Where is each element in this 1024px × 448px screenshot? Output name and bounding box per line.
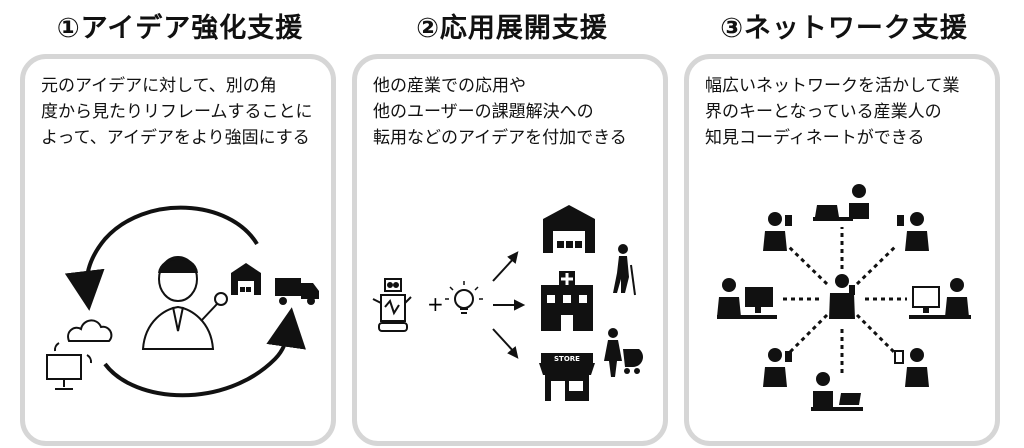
column-idea-strengthening: ①アイデア強化支援 元のアイデアに対して、別の角 度から見たりリフレームすること… bbox=[20, 0, 340, 448]
lightbulb-icon bbox=[445, 281, 483, 314]
person-icon bbox=[141, 256, 228, 350]
panel: 他の産業での応用や 他のユーザーの課題解決への 転用などのアイデアを付加できる … bbox=[352, 54, 668, 446]
person-phone-icon bbox=[897, 212, 929, 251]
column-title: ①アイデア強化支援 bbox=[56, 13, 304, 44]
person-laptop-icon bbox=[813, 184, 869, 221]
description: 幅広いネットワークを活かして業 界のキーとなっている産業人の 知見コーディネート… bbox=[705, 73, 995, 151]
panel: 幅広いネットワークを活かして業 界のキーとなっている産業人の 知見コーディネート… bbox=[684, 54, 1000, 446]
description-line: よって、アイデアをより強固にする bbox=[41, 128, 310, 148]
parent-stroller-icon bbox=[604, 328, 643, 377]
panel: 元のアイデアに対して、別の角 度から見たりリフレームすることに よって、アイデア… bbox=[20, 54, 336, 446]
monitor-icon bbox=[46, 342, 93, 390]
application-illustration: + bbox=[372, 205, 643, 401]
cycle-arrow-bottom bbox=[103, 307, 306, 398]
person-monitor-icon bbox=[909, 278, 971, 319]
robot-icon bbox=[372, 278, 412, 332]
person-laptop-icon bbox=[811, 372, 863, 411]
description: 他の産業での応用や 他のユーザーの課題解決への 転用などのアイデアを付加できる bbox=[373, 73, 663, 151]
cycle-arrow-top bbox=[64, 205, 259, 311]
person-phone-icon bbox=[894, 348, 929, 387]
truck-icon bbox=[275, 278, 319, 305]
description-line: 度から見たりリフレームすることに bbox=[41, 102, 313, 122]
person-monitor-icon bbox=[717, 278, 777, 319]
network-illustration bbox=[717, 184, 971, 411]
hospital-icon bbox=[541, 271, 593, 331]
description-line: 幅広いネットワークを活かして業 bbox=[705, 76, 960, 96]
elderly-icon bbox=[613, 244, 636, 296]
idea-cycle-illustration bbox=[46, 205, 319, 398]
plus-sign: + bbox=[427, 292, 444, 316]
column-application-expansion: ②応用展開支援 他の産業での応用や 他のユーザーの課題解決への 転用などのアイデ… bbox=[352, 0, 672, 448]
warehouse-icon bbox=[543, 205, 595, 253]
description: 元のアイデアに対して、別の角 度から見たりリフレームすることに よって、アイデア… bbox=[41, 73, 331, 151]
description-line: 界のキーとなっている産業人の bbox=[705, 102, 942, 122]
column-network-support: ③ネットワーク支援 幅広いネットワークを活かして業 界のキーとなっている産業人の… bbox=[684, 0, 1004, 448]
column-title: ③ネットワーク支援 bbox=[720, 13, 968, 44]
network-links bbox=[781, 227, 907, 377]
cloud-icon bbox=[67, 319, 113, 342]
description-line: 転用などのアイデアを付加できる bbox=[373, 128, 627, 148]
warehouse-icon bbox=[231, 263, 261, 295]
column-title: ②応用展開支援 bbox=[416, 13, 608, 44]
person-phone-icon bbox=[763, 348, 792, 387]
description-line: 元のアイデアに対して、別の角 bbox=[41, 76, 277, 96]
store-sign: STORE bbox=[554, 355, 580, 363]
person-phone-icon bbox=[763, 212, 792, 251]
description-line: 他のユーザーの課題解決への bbox=[373, 102, 594, 122]
central-person-icon bbox=[829, 274, 855, 319]
store-icon: STORE bbox=[539, 353, 595, 401]
description-line: 他の産業での応用や bbox=[373, 76, 526, 96]
description-line: 知見コーディネートができる bbox=[705, 128, 925, 148]
